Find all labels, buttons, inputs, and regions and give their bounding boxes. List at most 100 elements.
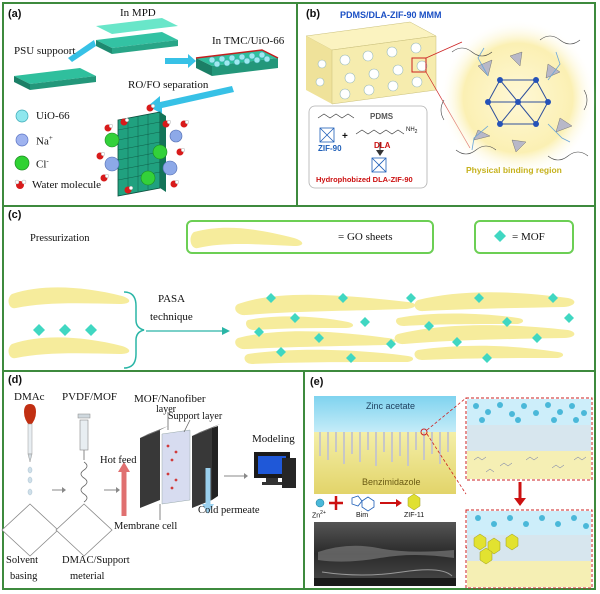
modeling-label: Modeling (252, 433, 295, 445)
zn-ion-icon (315, 498, 325, 508)
sem-membrane-layer (318, 545, 454, 562)
dla-chains (471, 47, 571, 151)
mof-nanofiber-label: MOF/Nanofiber (134, 393, 206, 405)
go-legend-label: = GO sheets (338, 231, 393, 243)
psu-support-label: PSU suppoort (14, 45, 76, 57)
dmac-label: DMAc (14, 391, 45, 403)
go-legend-sheet (190, 227, 303, 249)
panel-a-label: (a) (8, 8, 22, 20)
technique-label: technique (150, 311, 193, 323)
zoom-box-1 (465, 397, 593, 481)
left-mof-particles (33, 324, 97, 336)
benzimidazole-label: Benzimidazole (362, 477, 421, 487)
binding-region-label: Physical binding region (466, 165, 562, 175)
arrow-to-ro-fo (148, 86, 234, 114)
zif90-nodes (485, 77, 551, 127)
zoom1-support (467, 425, 591, 451)
support-pointer (183, 419, 191, 433)
divider-a-b (296, 2, 298, 206)
nh2-label: NH2 (406, 127, 418, 136)
tmc-slab-side-left (196, 58, 212, 76)
na-ions (104, 129, 183, 176)
zoom-marker (420, 428, 428, 436)
sem-texture (321, 569, 453, 577)
cell-left-block (140, 430, 160, 508)
psu-slab-side-front (30, 76, 96, 90)
zinc-acetate-label: Zinc acetate (366, 401, 416, 411)
bim-molecule-icon (351, 495, 375, 512)
solvent-substrate (1, 503, 59, 557)
tmc-slab-side-front (212, 58, 278, 76)
pvdf-mof-label: PVDF/MOF (62, 391, 118, 403)
bim-label: Bim (356, 512, 369, 519)
mpd-slab-top (96, 32, 178, 48)
ro-fo-label: RO/FO separation (128, 79, 209, 91)
membrane-side-left (306, 36, 332, 104)
fiber-jet-icon (80, 461, 88, 503)
right-mof-particles (254, 293, 574, 363)
divider-c-de (2, 370, 596, 372)
membrane-cell-label: Membrane cell (114, 521, 178, 532)
hydrophobized-label: Hydrophobized DLA-ZIF-90 (316, 175, 413, 184)
cl-legend-icon (14, 155, 30, 171)
zif90-small-icon (319, 127, 335, 143)
basing-label: basing (10, 571, 38, 582)
zoom1-bim (467, 451, 591, 479)
in-mpd-label: In MPD (120, 7, 156, 19)
reaction-arrowhead (396, 499, 402, 507)
layer-label: layer (156, 404, 176, 415)
dropper-tip-icon (27, 453, 33, 463)
zoom1-bim-molecules (473, 456, 587, 473)
mmm-title: PDMS/DLA-ZIF-90 MMM (340, 10, 442, 20)
arrow-psu-to-mpd (68, 40, 96, 62)
cold-permeate-label: Cold permeate (198, 505, 260, 516)
left-go-sheets (8, 287, 130, 359)
meterial-label: meterial (70, 571, 105, 582)
support-substrate (55, 503, 113, 557)
psu-slab-side-left (14, 76, 30, 90)
zif90-label: ZIF-90 (318, 144, 342, 153)
mof-legend-diamond (494, 230, 506, 242)
monitor-screen (258, 456, 286, 474)
arrow-mpd-to-tmc (165, 54, 196, 68)
membrane-layers (161, 429, 191, 505)
tmc-red-edge (195, 49, 279, 59)
legend-uio66-label: UiO-66 (36, 110, 70, 122)
panel-d-label: (d) (8, 374, 23, 386)
uio66-legend-icon (15, 109, 29, 123)
cl-ions (104, 132, 168, 186)
solvent-label: Solvent (6, 555, 39, 566)
divider-ab-c (2, 205, 596, 207)
zoom-line-bottom (426, 433, 467, 495)
zoom2-solution (467, 511, 591, 535)
legend-water-label: Water molecule (32, 179, 102, 191)
zoom-line-top (425, 41, 463, 59)
mpd-slab-top-upper (96, 18, 178, 34)
left-bracket (123, 291, 145, 369)
in-tmc-label: In TMC/UiO-66 (212, 35, 285, 47)
hot-feed-label: Hot feed (100, 455, 137, 466)
panel-c-label: (c) (8, 209, 22, 221)
pasa-label: PASA (158, 293, 186, 305)
zoom2-bim (467, 561, 591, 587)
membrane-front (331, 35, 437, 105)
reagent-box (308, 105, 428, 189)
stage-arrows (52, 475, 244, 491)
zn-label: Zn2+ (312, 510, 326, 520)
panel-e-label: (e) (310, 376, 324, 388)
psu-slab-top (14, 68, 96, 84)
sem-scalebar-strip (314, 578, 456, 586)
support-layer-label: Support layer (168, 411, 223, 422)
dmac-support-label: DMAC/Support (62, 555, 130, 566)
go-legend-box (186, 220, 434, 254)
dla-label: DLA (374, 141, 391, 150)
zif11-label: ZIF-11 (404, 512, 425, 519)
zoom2-zif11-crystals (473, 533, 519, 565)
mpd-slab-side-front (112, 40, 178, 54)
zif90-tetrahedra (473, 51, 573, 153)
reaction-arrowhead (376, 150, 384, 156)
